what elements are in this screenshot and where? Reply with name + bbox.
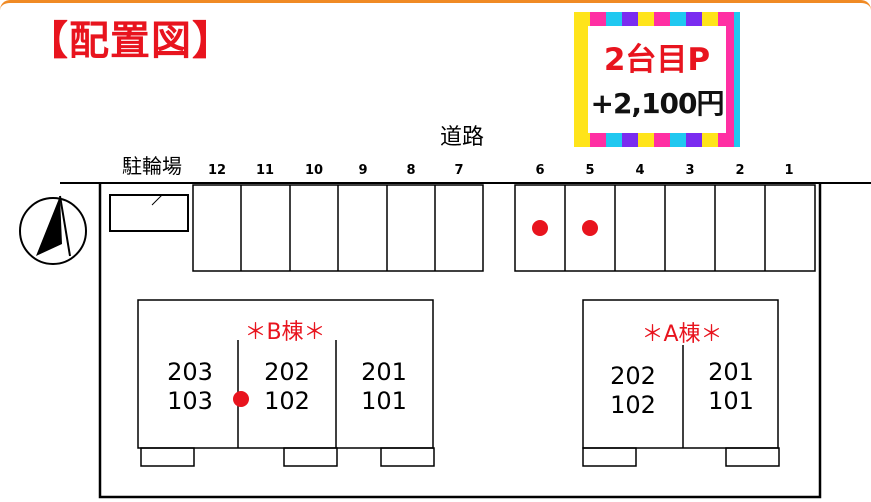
- building-b-unit-right: 201 101: [361, 358, 407, 416]
- bicycle-leader-line: [151, 194, 163, 206]
- room-number: 202: [610, 362, 656, 390]
- room-number: 101: [708, 387, 754, 415]
- room-number: 103: [167, 387, 213, 415]
- building-a-step: [725, 447, 780, 467]
- building-b-step: [380, 447, 435, 467]
- parking-number-9: 9: [358, 163, 368, 178]
- parking-number-5: 5: [585, 163, 595, 178]
- parking-number-11: 11: [255, 163, 275, 178]
- page-title: 【配置図】: [28, 18, 233, 64]
- parking-number-4: 4: [635, 163, 645, 178]
- parking-number-12: 12: [207, 163, 227, 178]
- badge-line-2: +2,100円: [590, 87, 724, 120]
- site-boundary: [98, 183, 822, 499]
- badge-line-1: 2台目P: [603, 42, 711, 78]
- building-a-label: ＊A棟＊: [641, 322, 723, 347]
- building-a-unit-right: 201 101: [708, 358, 754, 416]
- room-number: 201: [361, 358, 407, 386]
- bicycle-parking-area: [109, 194, 189, 232]
- parking-number-2: 2: [735, 163, 745, 178]
- road-label: 道路: [440, 125, 485, 150]
- building-b-step: [283, 447, 338, 467]
- north-arrow-icon: [19, 195, 87, 265]
- building-b-step: [140, 447, 195, 467]
- parking-number-7: 7: [454, 163, 464, 178]
- room-number: 102: [264, 387, 310, 415]
- building-b-unit-left: 203 103: [167, 358, 213, 416]
- parking-number-3: 3: [685, 163, 695, 178]
- room-number: 102: [610, 391, 656, 419]
- unit-102-marker: [233, 391, 249, 407]
- building-b-unit-center: 202 102: [264, 358, 310, 416]
- parking-number-1: 1: [784, 163, 794, 178]
- room-number: 101: [361, 387, 407, 415]
- parking-number-8: 8: [406, 163, 416, 178]
- room-number: 202: [264, 358, 310, 386]
- building-a-step: [582, 447, 637, 467]
- building-b-label: ＊B棟＊: [244, 320, 326, 345]
- building-a-outline: [582, 299, 779, 449]
- room-number: 201: [708, 358, 754, 386]
- bicycle-parking-label: 駐輪場: [122, 154, 182, 178]
- parking-number-6: 6: [535, 163, 545, 178]
- parking-5-marker: [582, 220, 598, 236]
- building-a-unit-left: 202 102: [610, 362, 656, 420]
- parking-number-10: 10: [304, 163, 324, 178]
- room-number: 203: [167, 358, 213, 386]
- second-parking-badge: 2台目P +2,100円: [574, 12, 740, 147]
- parking-6-marker: [532, 220, 548, 236]
